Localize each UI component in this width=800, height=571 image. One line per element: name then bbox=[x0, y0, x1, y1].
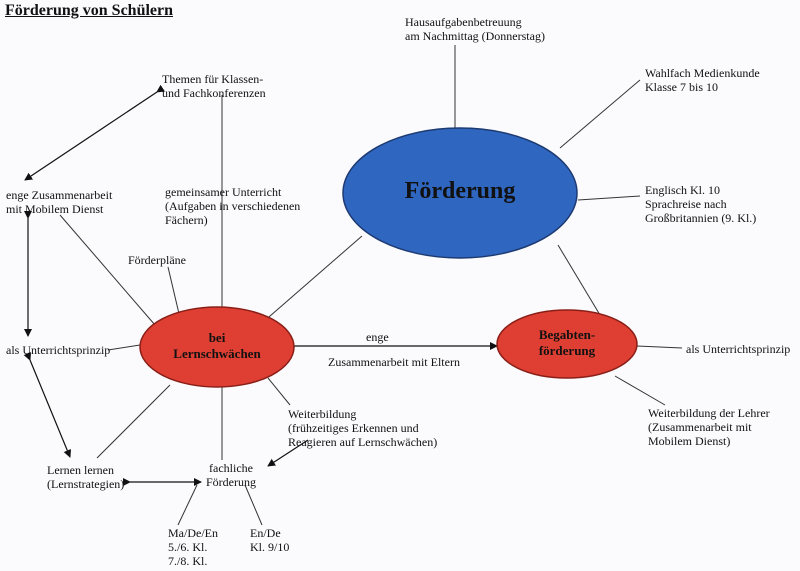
connector-lines bbox=[59, 45, 683, 526]
label-gemeinsamer-line-1: gemeinsamer Unterricht bbox=[165, 185, 282, 199]
label-weiterbildung-line-3: Reagieren auf Lernschwächen) bbox=[288, 435, 438, 449]
label-ende: En/De Kl. 9/10 bbox=[250, 526, 289, 554]
label-hausaufgaben-line-1: Hausaufgabenbetreuung bbox=[405, 15, 522, 29]
label-mademe-line-2: 5./6. Kl. bbox=[168, 540, 208, 554]
label-ende-line-2: Kl. 9/10 bbox=[250, 540, 290, 554]
line-fach-ende bbox=[244, 484, 263, 526]
begabt-node-label: Begabten- förderung bbox=[507, 327, 627, 359]
label-prinzip-left: als Unterrichtsprinzip bbox=[6, 343, 111, 357]
line-lern-foerderplaene bbox=[167, 266, 181, 319]
line-main-wahlfach bbox=[559, 79, 641, 149]
label-lernen-line-1: Lernen lernen bbox=[47, 463, 114, 477]
line-lern-lernen bbox=[96, 384, 171, 459]
line-main-englisch bbox=[577, 195, 641, 201]
label-prinzip-right: als Unterrichtsprinzip bbox=[686, 342, 791, 356]
label-lernen-line-2: (Lernstrategien) bbox=[47, 477, 125, 491]
label-fachliche-line-2: Förderung bbox=[206, 475, 256, 489]
label-zusammenarbeit-mobil-line-1: enge Zusammenarbeit bbox=[6, 188, 113, 202]
label-zusammenarbeit-mobil: enge Zusammenarbeit mit Mobilem Dienst bbox=[6, 188, 112, 216]
label-weiterbildung: Weiterbildung (frühzeitiges Erkennen und… bbox=[288, 407, 437, 449]
arrow-prinzip-lernen bbox=[23, 352, 72, 458]
line-lern-zusammenarbeit bbox=[59, 214, 156, 326]
label-foerderplaene: Förderpläne bbox=[128, 253, 186, 267]
line-main-begabt bbox=[557, 244, 601, 316]
begabt-node-line-2: förderung bbox=[538, 343, 596, 358]
lern-node[interactable] bbox=[139, 306, 295, 388]
label-eltern: Zusammenarbeit mit Eltern bbox=[328, 355, 460, 369]
lern-node-label: bei Lernschwächen bbox=[152, 330, 282, 362]
label-mademe: Ma/De/En 5./6. Kl. 7./8. Kl. bbox=[168, 526, 218, 568]
line-lern-weiterbildung bbox=[267, 377, 291, 406]
arrow-weiterbildung-fachliche bbox=[267, 439, 309, 467]
label-weiterbildung-line-2: (frühzeitiges Erkennen und bbox=[288, 421, 419, 435]
label-fachliche-line-1: fachliche bbox=[209, 461, 253, 475]
label-weiterbildung-lehrer-line-3: Mobilem Dienst) bbox=[648, 434, 731, 448]
label-wahlfach-line-1: Wahlfach Medienkunde bbox=[645, 66, 760, 80]
main-node-label: Förderung bbox=[404, 178, 516, 204]
begabt-node-line-1: Begabten- bbox=[538, 327, 596, 342]
label-wahlfach: Wahlfach Medienkunde Klasse 7 bis 10 bbox=[645, 66, 760, 94]
line-lern-prinzip bbox=[107, 344, 141, 351]
label-hausaufgaben-line-2: am Nachmittag (Donnerstag) bbox=[405, 29, 545, 43]
main-node[interactable] bbox=[342, 127, 578, 259]
label-themen: Themen für Klassen- und Fachkonferenzen bbox=[162, 72, 266, 100]
label-fachliche: fachliche Förderung bbox=[206, 461, 256, 489]
begabt-node[interactable] bbox=[496, 309, 638, 379]
label-englisch-line-1: Englisch Kl. 10 bbox=[645, 183, 720, 197]
arrow-lines bbox=[23, 84, 498, 486]
label-zusammenarbeit-mobil-line-2: mit Mobilem Dienst bbox=[6, 202, 104, 216]
label-lernen: Lernen lernen (Lernstrategien) bbox=[47, 463, 124, 491]
arrow-themen-zusammenarbeit bbox=[24, 84, 166, 181]
label-gemeinsamer: gemeinsamer Unterricht (Aufgaben in vers… bbox=[165, 185, 300, 227]
label-englisch-line-3: Großbritannien (9. Kl.) bbox=[645, 211, 757, 225]
label-mademe-line-1: Ma/De/En bbox=[168, 526, 218, 540]
line-begabt-prinzip bbox=[636, 345, 683, 349]
label-themen-line-2: und Fachkonferenzen bbox=[162, 86, 266, 100]
label-mademe-line-3: 7./8. Kl. bbox=[168, 554, 208, 568]
line-main-lern bbox=[261, 235, 363, 324]
label-weiterbildung-lehrer-line-2: (Zusammenarbeit mit bbox=[648, 420, 752, 434]
line-begabt-weiterbildung bbox=[614, 375, 666, 406]
page-title: Förderung von Schülern bbox=[5, 2, 174, 19]
label-gemeinsamer-line-3: Fächern) bbox=[165, 213, 208, 227]
label-hausaufgaben: Hausaufgabenbetreuung am Nachmittag (Don… bbox=[405, 15, 545, 43]
label-gemeinsamer-line-2: (Aufgaben in verschiedenen bbox=[165, 199, 301, 213]
label-englisch: Englisch Kl. 10 Sprachreise nach Großbri… bbox=[645, 183, 756, 225]
lern-node-line-2: Lernschwächen bbox=[173, 346, 261, 361]
label-englisch-line-2: Sprachreise nach bbox=[645, 197, 727, 211]
label-enge: enge bbox=[366, 330, 389, 344]
label-wahlfach-line-2: Klasse 7 bis 10 bbox=[645, 80, 718, 94]
lern-node-line-1: bei bbox=[208, 330, 226, 345]
label-weiterbildung-lehrer-line-1: Weiterbildung der Lehrer bbox=[648, 406, 770, 420]
line-fach-mademe bbox=[177, 484, 198, 526]
label-weiterbildung-lehrer: Weiterbildung der Lehrer (Zusammenarbeit… bbox=[648, 406, 770, 448]
label-themen-line-1: Themen für Klassen- bbox=[162, 72, 264, 86]
label-ende-line-1: En/De bbox=[250, 526, 281, 540]
label-weiterbildung-line-1: Weiterbildung bbox=[288, 407, 357, 421]
